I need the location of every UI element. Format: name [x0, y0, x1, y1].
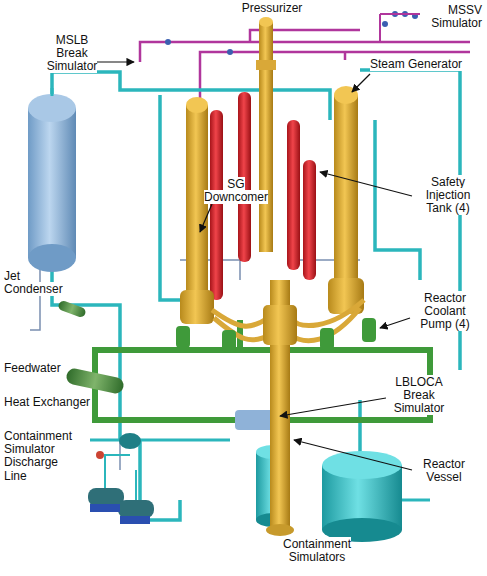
label-text: SG Downcomer	[204, 177, 268, 204]
label-text: Heat Exchanger	[4, 395, 90, 409]
reactor-vessel	[212, 280, 364, 536]
lbloca-break-simulator	[235, 410, 275, 430]
part-label: Jet Condenser	[4, 270, 64, 296]
label-text: Pressurizer	[242, 1, 303, 15]
label-text: Reactor Coolant Pump (4)	[420, 291, 469, 331]
part-label: Reactor Coolant Pump (4)	[410, 292, 480, 332]
label-text: Steam Generator	[370, 57, 462, 71]
label-text: MSLB Break Simulator	[47, 33, 98, 73]
part-label: Containment Simulator Discharge Line	[4, 430, 84, 483]
leader-line	[96, 14, 420, 470]
label-text: Jet Condenser	[4, 269, 63, 296]
part-label: Reactor Vessel	[414, 458, 474, 484]
part-label: Steam Generator	[370, 58, 482, 71]
label-text: Containment Simulator Discharge Line	[4, 429, 72, 483]
part-label: MSSV Simulator	[420, 4, 482, 30]
reactor-coolant-pump	[176, 318, 376, 352]
label-text: Reactor Vessel	[423, 457, 465, 484]
green-loop	[95, 320, 430, 420]
teal-piping	[52, 70, 460, 520]
part-label: Feedwater	[4, 362, 74, 375]
label-text: MSSV Simulator	[431, 3, 482, 30]
part-label: SG Downcomer	[200, 178, 272, 204]
part-label: Safety Injection Tank (4)	[412, 176, 484, 216]
label-text: Containment Simulators	[283, 537, 351, 564]
part-label: Pressurizer	[232, 2, 312, 15]
label-text: Safety Injection Tank (4)	[426, 175, 471, 215]
label-text: LBLOCA Break Simulator	[394, 375, 445, 415]
part-label: MSLB Break Simulator	[40, 34, 104, 74]
label-text: Feedwater	[4, 361, 61, 375]
instrument-line	[30, 260, 360, 470]
part-label: Heat Exchanger	[4, 396, 100, 409]
mssv-line	[380, 14, 420, 42]
pressurizer	[256, 17, 276, 252]
valve-group	[165, 11, 418, 55]
part-label: LBLOCA Break Simulator	[386, 376, 452, 416]
discharge-pump	[88, 433, 230, 524]
part-label: Containment Simulators	[262, 538, 372, 564]
heat-exchanger	[57, 300, 125, 395]
jet-condenser	[28, 88, 76, 272]
